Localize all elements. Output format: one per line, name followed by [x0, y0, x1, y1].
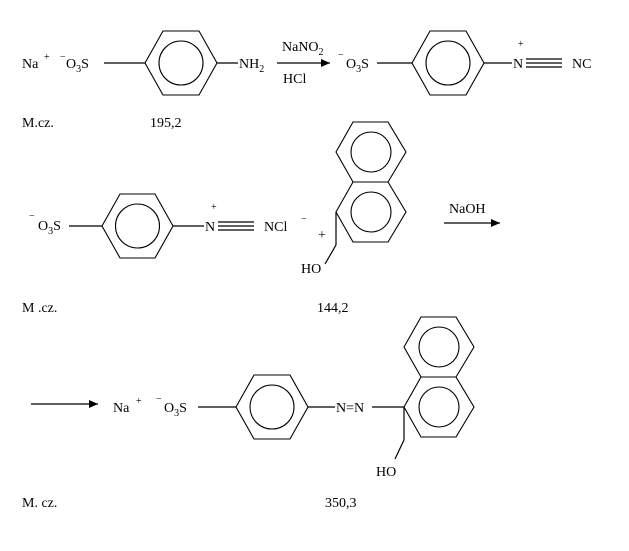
- diazotization-arrow: NaNO2 HCl: [277, 40, 330, 87]
- aromatic-circle: [350, 191, 392, 233]
- sulfonate-group: O3S: [164, 401, 187, 419]
- molar-mass-label-2: M .cz.: [22, 301, 57, 316]
- orange-ii-product: Na + − O3S N=N HO M. cz. 350,3: [22, 316, 475, 511]
- aromatic-circle: [418, 386, 460, 428]
- sulfanilate-reactant: Na + − O3S NH2 M.cz. 195,2: [22, 30, 264, 131]
- sulfonate-group: O3S: [66, 57, 89, 75]
- reagent-naoh: NaOH: [449, 202, 486, 217]
- diazonium-nitrogen: N: [513, 57, 523, 72]
- molar-mass-label-1: M.cz.: [22, 116, 54, 131]
- aromatic-circle: [158, 40, 204, 86]
- counter-ion-charge: −: [301, 214, 307, 225]
- naphthalene-upper-ring: [403, 316, 475, 378]
- aromatic-circle: [425, 40, 471, 86]
- naphthalene-lower-ring: [335, 181, 407, 243]
- molar-mass-value-3: 350,3: [325, 496, 357, 511]
- molar-mass-label-3: M. cz.: [22, 496, 57, 511]
- counter-ion: NC: [572, 57, 591, 72]
- aromatic-circle: [114, 203, 161, 249]
- azo-group: N=N: [336, 401, 364, 416]
- diazonium-charge: +: [211, 202, 217, 213]
- plus-sign: +: [318, 228, 326, 243]
- hydroxyl-group: HO: [376, 465, 396, 480]
- sulfonate-charge: −: [29, 211, 35, 222]
- hydroxyl-group: HO: [301, 262, 321, 277]
- sodium-cation-label: Na: [22, 57, 39, 72]
- aromatic-circle: [249, 384, 295, 430]
- sodium-cation-charge: +: [44, 52, 50, 63]
- aromatic-circle: [350, 131, 392, 173]
- continuation-arrow: [31, 400, 98, 408]
- naphthalene-upper-ring: [335, 121, 407, 183]
- reagent-hcl: HCl: [283, 72, 306, 87]
- coupling-arrow: NaOH: [444, 202, 500, 227]
- sulfonate-group: O3S: [38, 219, 61, 237]
- sodium-cation-label: Na: [113, 401, 130, 416]
- aromatic-circle: [418, 326, 460, 368]
- diazonium-nitrogen: N: [205, 220, 215, 235]
- diazonium-charge: +: [518, 39, 524, 50]
- reagent-nano2: NaNO2: [282, 40, 324, 58]
- counter-ion: NCl: [264, 220, 287, 235]
- sulfonate-charge: −: [156, 394, 162, 405]
- molar-mass-value-2: 144,2: [317, 301, 349, 316]
- diazonium-salt: − O3S + N NCl − M .cz.: [22, 193, 307, 316]
- naphthalene-lower-ring: [403, 376, 475, 438]
- amine-group: NH2: [239, 57, 264, 75]
- sodium-cation-charge: +: [136, 396, 142, 407]
- molar-mass-value-1: 195,2: [150, 116, 182, 131]
- sulfonate-group: O3S: [346, 57, 369, 75]
- sulfonate-charge: −: [338, 50, 344, 61]
- beta-naphthol: HO 144,2: [301, 121, 407, 316]
- sulfonate-charge: −: [60, 52, 66, 63]
- diazonium-product: − O3S + N NC: [338, 30, 591, 96]
